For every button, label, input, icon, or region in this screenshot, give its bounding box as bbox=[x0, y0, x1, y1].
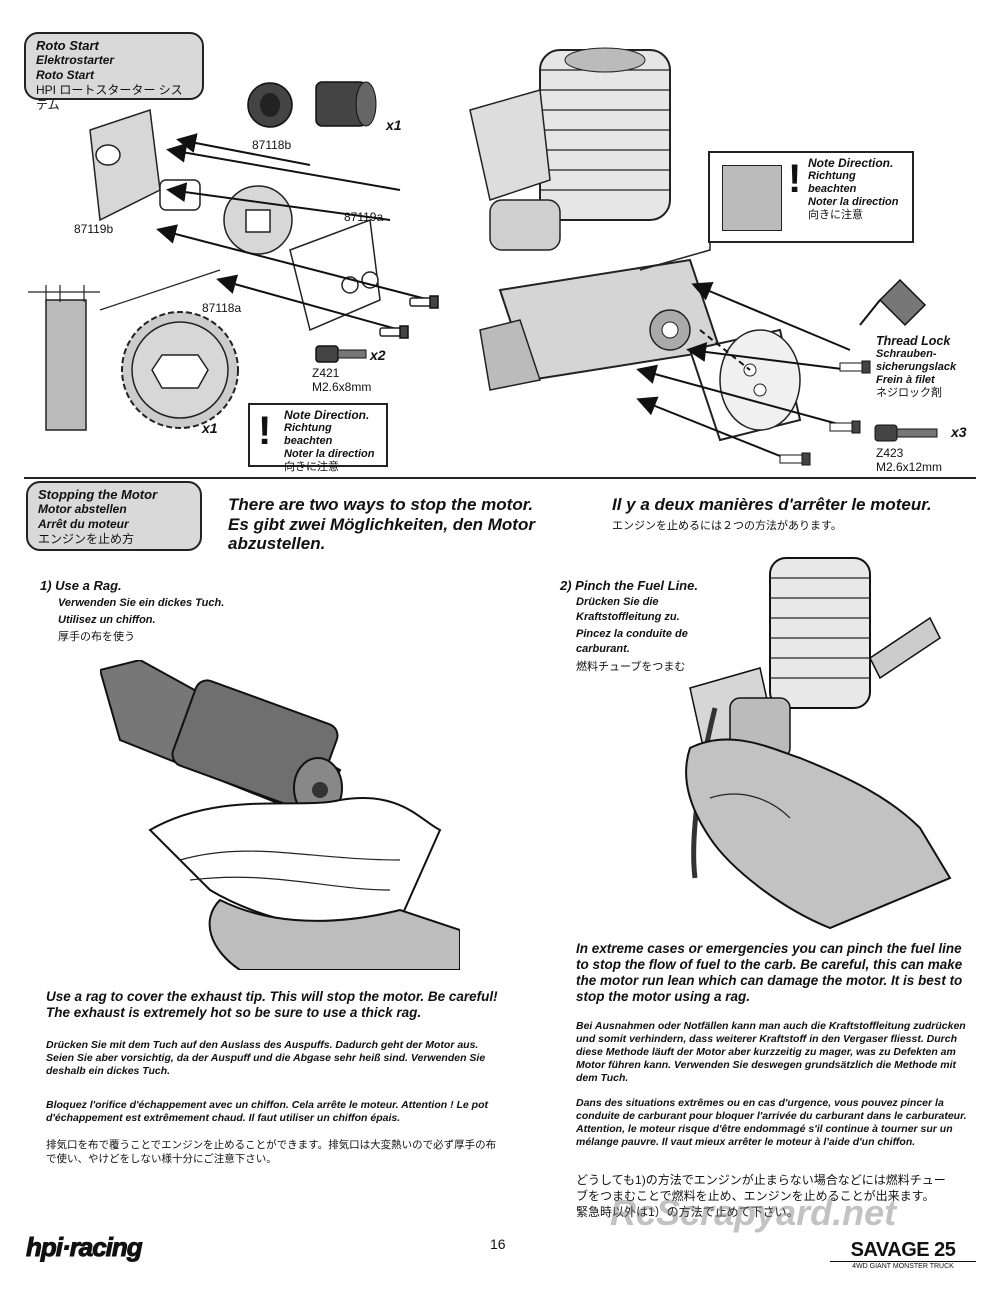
qty-x1-pinion: x1 bbox=[386, 117, 402, 133]
screw-z423 bbox=[874, 424, 938, 442]
label-87119b: 87119b bbox=[74, 222, 114, 236]
savage-25-logo: SAVAGE 25 4WD GIANT MONSTER TRUCK bbox=[830, 1240, 976, 1271]
step2-para-de: Bei Ausnahmen oder Notfällen kann man au… bbox=[576, 1020, 966, 1084]
note-left-de: Richtung beachten bbox=[284, 422, 333, 447]
note-right-fr: Noter la direction bbox=[808, 196, 899, 208]
step1-fr: Utilisez un chiffon. bbox=[58, 614, 156, 626]
label-87119a: 87119a bbox=[344, 210, 384, 224]
stopping-head-de: Es gibt zwei Möglichkeiten, den Motor ab… bbox=[228, 515, 535, 553]
note-left-fr: Noter la direction bbox=[284, 448, 375, 460]
engine-starter-assembly-diagram bbox=[469, 47, 938, 466]
roto-start-title-fr: Roto Start bbox=[36, 68, 94, 82]
stopping-title-box: Stopping the Motor Motor abstellen Arrêt… bbox=[26, 481, 202, 551]
label-87118b: 87118b bbox=[252, 138, 292, 152]
engine-head bbox=[539, 47, 671, 221]
note-direction-left: ! Note Direction. Richtung beachten Note… bbox=[248, 403, 388, 473]
engine-starter-housing bbox=[688, 328, 802, 442]
qty-x1-gear: x1 bbox=[202, 420, 218, 436]
note-right-jp: 向きに注意 bbox=[808, 209, 863, 221]
note-right-en: Note Direction. bbox=[808, 156, 894, 170]
step2-title: 2) Pinch the Fuel Line. bbox=[560, 578, 698, 593]
stopping-title-fr: Arrêt du moteur bbox=[38, 517, 129, 531]
step1-para-de: Drücken Sie mit dem Tuch auf den Auslass… bbox=[46, 1039, 486, 1077]
warning-exclamation-icon: ! bbox=[258, 409, 272, 453]
label-z421-code: Z421 bbox=[312, 366, 340, 380]
note-direction-right: ! Note Direction. Richtung beachten Note… bbox=[708, 151, 914, 243]
note-left-jp: 向きに注意 bbox=[284, 461, 339, 473]
section-divider bbox=[24, 477, 976, 479]
step2-para-en: In extreme cases or emergencies you can … bbox=[576, 941, 963, 1004]
thread-lock-bottle-icon bbox=[859, 278, 927, 327]
watermark: RcScrapyard.net bbox=[610, 1192, 897, 1233]
qty-x3-screw: x3 bbox=[951, 424, 967, 440]
part-87118b-cup bbox=[247, 82, 293, 128]
note-right-part-image bbox=[722, 165, 782, 231]
roto-start-title-box: Roto Start Elektrostarter Roto Start HPI… bbox=[24, 32, 204, 112]
engine-carburetor bbox=[489, 199, 561, 251]
step2-header: 2) Pinch the Fuel Line. Drücken Sie die … bbox=[560, 578, 760, 676]
stopping-head-fr: Il y a deux manières d'arrêter le moteur… bbox=[612, 495, 932, 514]
step2-para-fr: Dans des situations extrêmes ou en cas d… bbox=[576, 1097, 967, 1148]
step2-para-jp: どうしても1)の方法でエンジンが止まらない場合などには燃料チューブをつまむことで… bbox=[576, 1173, 946, 1219]
thread-lock-en: Thread Lock bbox=[876, 334, 951, 348]
rag-on-exhaust-illustration bbox=[100, 660, 460, 970]
label-87118a: 87118a bbox=[202, 301, 242, 315]
part-87119b-plate bbox=[89, 108, 161, 222]
note-left-en: Note Direction. bbox=[284, 408, 370, 422]
hpi-racing-logo: hpi·racing bbox=[26, 1232, 144, 1263]
stopping-title-en: Stopping the Motor bbox=[38, 487, 158, 502]
roto-start-title-de: Elektrostarter bbox=[36, 53, 115, 67]
step1-para-fr: Bloquez l'orifice d'échappement avec un … bbox=[46, 1099, 488, 1124]
engine-crankcase bbox=[479, 258, 722, 391]
part-shaft bbox=[159, 179, 201, 211]
thread-lock-de: Schrauben-sicherungslack bbox=[876, 348, 957, 373]
step2-de: Drücken Sie die Kraftstoffleitung zu. bbox=[576, 596, 680, 623]
screw-small-2 bbox=[379, 325, 409, 339]
roto-start-title-jp: HPI ロートスターター システム bbox=[36, 83, 183, 112]
part-gear-assembled bbox=[223, 185, 293, 255]
part-87118a-gear bbox=[121, 311, 239, 429]
part-pinion-gear bbox=[315, 81, 377, 127]
engine-small bbox=[689, 557, 941, 779]
note-right-de: Richtung beachten bbox=[808, 170, 857, 195]
step2-jp: 燃料チューブをつまむ bbox=[576, 661, 686, 673]
gear-side-profile bbox=[28, 285, 100, 431]
step1-jp: 厚手の布を使う bbox=[58, 631, 135, 643]
roto-start-exploded-diagram bbox=[28, 81, 439, 431]
stopping-head-jp: エンジンを止めるには２つの方法があります。 bbox=[612, 520, 842, 532]
roto-start-title-en: Roto Start bbox=[36, 38, 99, 53]
screw-z421 bbox=[315, 345, 367, 363]
step1-para-jp: 排気口を布で覆うことでエンジンを止めることができます。排気口は大変熱いので必ず厚… bbox=[46, 1139, 497, 1165]
step2-fr: Pincez la conduite de carburant. bbox=[576, 628, 688, 655]
screw-right-3 bbox=[779, 452, 811, 466]
gloved-hand bbox=[208, 898, 460, 970]
step1-title: 1) Use a Rag. bbox=[40, 578, 122, 593]
stopping-title-jp: エンジンを止め方 bbox=[38, 532, 135, 546]
savage-25-logo-sub: 4WD GIANT MONSTER TRUCK bbox=[830, 1261, 976, 1271]
exhaust-pipe bbox=[100, 660, 343, 822]
label-z423-code: Z423 bbox=[876, 446, 904, 460]
stopping-title-de: Motor abstellen bbox=[38, 502, 127, 516]
savage-25-logo-title: SAVAGE 25 bbox=[850, 1239, 956, 1261]
screw-small-1 bbox=[409, 295, 439, 309]
label-z423-size: M2.6x12mm bbox=[876, 460, 943, 474]
screw-right-1 bbox=[839, 360, 871, 374]
thread-lock-label: Thread Lock Schrauben-sicherungslack Fre… bbox=[876, 335, 986, 400]
step1-de: Verwenden Sie ein dickes Tuch. bbox=[58, 597, 225, 609]
gloved-hand-pinch bbox=[685, 738, 952, 930]
thread-lock-fr: Frein à filet bbox=[876, 374, 935, 386]
step1-header: 1) Use a Rag. Verwenden Sie ein dickes T… bbox=[40, 578, 340, 646]
step1-para-en: Use a rag to cover the exhaust tip. This… bbox=[46, 989, 498, 1020]
rag-cloth bbox=[148, 797, 442, 930]
pinch-fuel-line-illustration bbox=[685, 557, 952, 930]
thread-lock-jp: ネジロック剤 bbox=[876, 387, 942, 399]
qty-x2-screw: x2 bbox=[370, 347, 386, 363]
stopping-head-en: There are two ways to stop the motor. bbox=[228, 495, 534, 514]
warning-exclamation-icon-right: ! bbox=[788, 157, 802, 201]
screw-right-2 bbox=[829, 420, 861, 434]
label-z421-size: M2.6x8mm bbox=[312, 380, 372, 394]
page-number: 16 bbox=[490, 1236, 506, 1252]
